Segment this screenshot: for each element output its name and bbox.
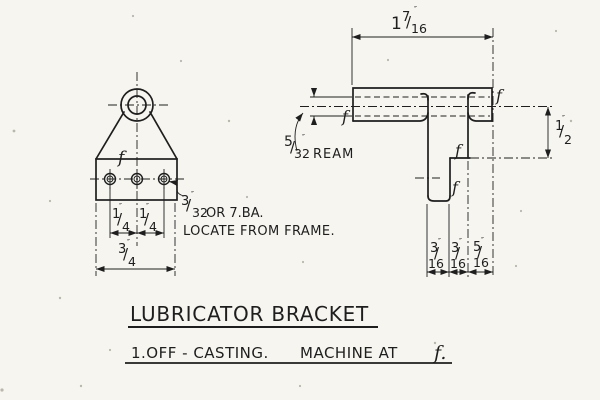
hole-note-slash: / — [186, 196, 192, 214]
hole-note: 3 ″ / 32 OR 7.BA. LOCATE FROM FRAME. — [181, 190, 335, 239]
svg-text:7: 7 — [402, 10, 410, 25]
svg-text:″: ″ — [481, 236, 484, 245]
machine-mark-front: f — [116, 148, 127, 168]
title-block: LUBRICATOR BRACKET 1.OFF - CASTING. MACH… — [125, 302, 452, 364]
svg-text:″: ″ — [459, 237, 462, 246]
svg-text:″: ″ — [302, 133, 305, 142]
machine-mark-stem: f — [451, 178, 461, 197]
svg-text:/: / — [406, 13, 412, 31]
svg-text:5: 5 — [473, 240, 481, 255]
svg-text:4: 4 — [128, 254, 136, 269]
svg-text:1: 1 — [112, 207, 120, 222]
svg-text:1: 1 — [139, 207, 147, 222]
side-view: 1 7 ″ / 16 f f f f 5 — [284, 5, 572, 277]
svg-text:32: 32 — [294, 146, 310, 161]
machine-mark-flange-left: f — [341, 107, 351, 126]
svg-text:3: 3 — [118, 242, 126, 257]
svg-text:3: 3 — [430, 241, 438, 256]
dim-label-base-width: 3 ″ / 4 — [118, 238, 136, 269]
svg-text:/: / — [144, 210, 150, 228]
hole-note-inch-mark: ″ — [191, 190, 194, 199]
drawing-title: LUBRICATOR BRACKET — [130, 302, 369, 326]
machine-mark-step: f — [454, 141, 464, 160]
svg-text:16: 16 — [473, 255, 489, 270]
drawing-subtitle-f: f. — [432, 342, 446, 364]
base-outline — [95, 158, 178, 201]
mounting-hole-left — [103, 169, 117, 189]
svg-text:2: 2 — [564, 132, 572, 147]
dim-label-half: 1 ″ / 2 — [555, 114, 572, 147]
ream-label: REAM — [313, 147, 354, 162]
left-slope-edge — [95, 111, 125, 160]
hole-note-leader — [168, 179, 185, 197]
right-slope-edge — [149, 111, 178, 160]
svg-text:/: / — [117, 210, 123, 228]
svg-text:4: 4 — [122, 219, 130, 234]
svg-text:/: / — [290, 138, 296, 156]
svg-text:4: 4 — [149, 219, 157, 234]
dim-label-pitch-right: 1 ″ / 4 — [139, 202, 157, 234]
hole-note-denominator: 32 — [192, 205, 208, 220]
hole-note-suffix: OR 7.BA. — [206, 206, 264, 221]
boss-outer-circle — [120, 88, 154, 122]
mounting-hole-right — [157, 169, 171, 189]
mounting-hole-middle — [130, 169, 144, 189]
hole-note-line2: LOCATE FROM FRAME. — [183, 224, 335, 239]
svg-text:1: 1 — [555, 119, 563, 134]
svg-text:″: ″ — [438, 237, 441, 246]
svg-text:/: / — [123, 245, 129, 263]
svg-text:3: 3 — [451, 241, 459, 256]
drawing-subtitle-machine: MACHINE AT — [300, 344, 398, 362]
svg-text:5: 5 — [284, 134, 293, 150]
front-view: f 3 ″ / 32 OR 7.BA. LOCATE FROM FRAME. 1… — [90, 72, 335, 276]
ream-note: 5 ″ / 32 REAM — [284, 133, 354, 162]
drawing-subtitle-quantity: 1.OFF - CASTING. — [131, 344, 269, 362]
svg-text:″: ″ — [119, 202, 122, 211]
scan-speckles — [0, 14, 573, 392]
svg-text:1: 1 — [391, 14, 402, 34]
dim-label-pitch-left: 1 ″ / 4 — [112, 202, 130, 234]
dim-label-bottom-2: 3 ″ / 16 — [450, 237, 466, 271]
flange-bottom-right-fillet — [467, 112, 493, 122]
svg-text:16: 16 — [450, 256, 466, 271]
svg-text:″: ″ — [146, 202, 149, 211]
svg-text:/: / — [434, 244, 440, 262]
svg-text:″: ″ — [414, 5, 417, 14]
flange-outline — [352, 87, 493, 122]
dim-label-bottom-3: 5 ″ / 16 — [473, 236, 489, 270]
stem-right-runout-curve — [467, 91, 476, 100]
boss-bore-circle — [127, 95, 147, 115]
svg-text:″: ″ — [562, 114, 565, 123]
svg-text:/: / — [455, 244, 461, 262]
svg-text:/: / — [477, 243, 483, 261]
hole-note-numerator: 3 — [181, 194, 189, 209]
svg-text:″: ″ — [127, 238, 130, 247]
flange-bottom-left-fillet — [352, 112, 429, 122]
stem-bottom-edge — [427, 195, 451, 202]
svg-text:/: / — [559, 122, 565, 140]
machine-mark-flange-right: f — [495, 86, 505, 105]
dim-label-top-width: 1 7 ″ / 16 — [391, 5, 427, 36]
stem-left-runout-curve — [420, 92, 429, 101]
dim-label-bottom-1: 3 ″ / 16 — [428, 237, 444, 271]
svg-text:16: 16 — [411, 21, 427, 36]
svg-text:16: 16 — [428, 256, 444, 271]
ream-note-leader — [294, 112, 304, 152]
